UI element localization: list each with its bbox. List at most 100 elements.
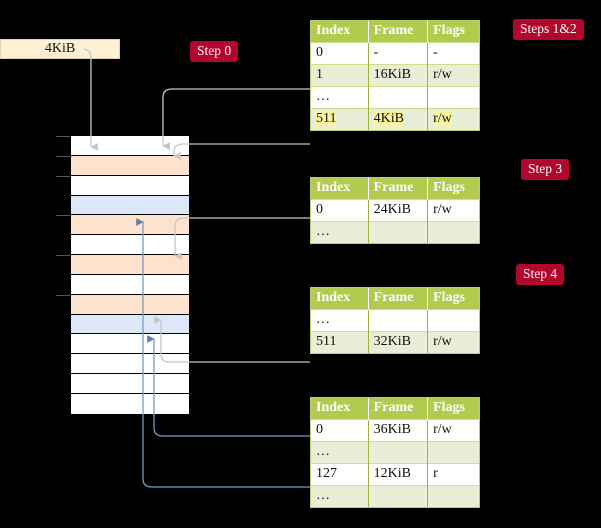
cell-index: 0	[311, 199, 369, 222]
vaddr-frame-label: 4KiB	[44, 41, 76, 56]
memory-frame-tick-4	[56, 215, 70, 217]
cell-index: …	[311, 441, 369, 464]
cell-index: …	[311, 485, 369, 507]
cell-flags: r/w	[427, 331, 479, 353]
cell-frame: 36KiB	[368, 419, 429, 442]
column-header-flags: Flags	[427, 21, 479, 43]
highlighted-value: 4KiB	[373, 111, 405, 126]
column-header-flags: Flags	[427, 288, 479, 310]
table-row: 511 4KiB r/w	[311, 108, 479, 130]
memory-frame-free-5	[71, 235, 189, 256]
cell-index: 1	[311, 64, 369, 87]
memory-frame-free-13	[71, 393, 189, 414]
table-row: …	[311, 86, 479, 109]
cell-frame: 24KiB	[368, 199, 429, 222]
cell-frame: -	[368, 42, 429, 65]
memory-frame-tick-0	[56, 136, 70, 137]
column-header-index: Index	[311, 398, 369, 420]
table-row: …	[311, 221, 479, 243]
memory-frame-free-12	[71, 374, 189, 394]
memory-frame-tick-8	[56, 294, 70, 296]
step-badge-label: Step 3	[528, 161, 563, 176]
cell-frame	[368, 485, 429, 507]
memory-frame-tick-6	[56, 255, 70, 257]
cell-index: 511	[311, 331, 369, 353]
column-header-frame: Frame	[368, 178, 429, 200]
cell-flags: r/w	[427, 108, 479, 130]
cell-flags	[427, 309, 479, 332]
column-header-flags: Flags	[427, 398, 479, 420]
column-header-index: Index	[311, 178, 369, 200]
cell-flags: r	[427, 463, 479, 486]
cell-index: …	[311, 309, 369, 332]
memory-frame-free-11	[71, 354, 189, 375]
highlighted-value: r/w	[433, 111, 452, 126]
cell-flags	[427, 441, 479, 464]
cell-frame: 12KiB	[368, 463, 429, 486]
cell-flags: -	[427, 42, 479, 65]
memory-frame-free-0	[71, 136, 189, 156]
cell-flags	[427, 485, 479, 507]
memory-frame-pt-4	[71, 215, 189, 236]
column-header-index: Index	[311, 21, 369, 43]
cell-frame	[368, 221, 429, 243]
wire-step0-cr3	[83, 48, 98, 151]
cell-frame: 16KiB	[368, 64, 429, 87]
physical-memory-column	[56, 135, 190, 414]
cell-flags	[427, 221, 479, 243]
column-header-frame: Frame	[368, 288, 429, 310]
wire-frame-to-level4	[173, 143, 310, 160]
memory-frame-data-3	[71, 195, 189, 216]
memory-frame-data-9	[71, 314, 189, 335]
cell-frame: 32KiB	[368, 331, 429, 353]
memory-frame-free-7	[71, 274, 189, 295]
cell-frame	[368, 441, 429, 464]
step-badge-label: Steps 1&2	[520, 21, 577, 36]
cell-flags: r/w	[427, 64, 479, 87]
memory-frame-free-2	[71, 175, 189, 196]
cell-index: 0	[311, 419, 369, 442]
column-header-flags: Flags	[427, 178, 479, 200]
highlighted-value: 511	[316, 111, 337, 126]
table-row: 0--	[311, 42, 479, 65]
step-badge-step-0: Step 0	[190, 41, 239, 62]
cell-flags: r/w	[427, 419, 479, 442]
cell-index: 0	[311, 42, 369, 65]
table-row: …	[311, 441, 479, 464]
table-row: …	[311, 309, 479, 332]
memory-frame-pt-6	[71, 255, 189, 275]
memory-frame-tick-2	[56, 175, 70, 177]
column-header-frame: Frame	[368, 398, 429, 420]
vaddr-frame-box: 4KiB	[0, 39, 120, 59]
column-header-frame: Frame	[368, 21, 429, 43]
cell-index: 127	[311, 463, 369, 486]
step-badge-label: Step 4	[523, 266, 558, 281]
memory-frame-pt-8	[71, 294, 189, 315]
step-badge-steps-1-2: Steps 1&2	[513, 19, 584, 40]
cell-index: …	[311, 221, 369, 243]
step-badge-label: Step 0	[197, 43, 232, 58]
cell-index: …	[311, 86, 369, 109]
cell-frame	[368, 86, 429, 109]
cell-flags	[427, 86, 479, 109]
cell-frame	[368, 309, 429, 332]
step-badge-step-3: Step 3	[521, 159, 570, 180]
memory-frame-pt-1	[71, 155, 189, 176]
cell-frame: 4KiB	[368, 108, 429, 130]
step-badge-step-4: Step 4	[516, 264, 565, 285]
wire-step3-table-to-frame	[174, 217, 310, 260]
table-row: …	[311, 485, 479, 507]
memory-frame-free-10	[71, 334, 189, 355]
cell-index: 511	[311, 108, 369, 130]
cell-flags: r/w	[427, 199, 479, 222]
memory-frame-tick-1	[56, 155, 70, 157]
